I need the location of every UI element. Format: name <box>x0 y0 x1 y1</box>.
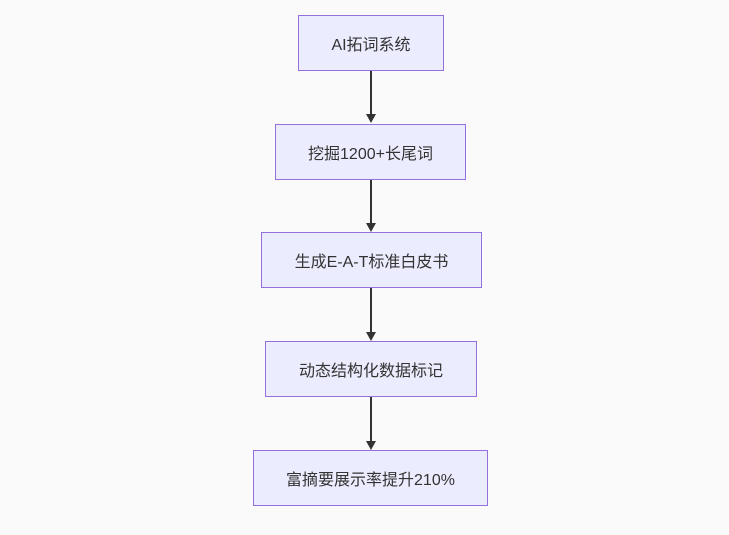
edge-line <box>370 397 372 443</box>
flow-node-ai-keyword-system: AI拓词系统 <box>298 15 444 71</box>
flow-node-label: 生成E-A-T标准白皮书 <box>294 254 449 271</box>
arrowhead-down-icon <box>366 441 376 450</box>
arrowhead-down-icon <box>366 332 376 341</box>
flow-edge-1 <box>366 71 376 123</box>
flow-edge-2 <box>366 180 376 232</box>
flow-node-structured-data-markup: 动态结构化数据标记 <box>265 341 477 397</box>
arrowhead-down-icon <box>366 114 376 123</box>
edge-line <box>370 180 372 225</box>
flow-edge-3 <box>366 288 376 341</box>
flow-node-label: 动态结构化数据标记 <box>298 363 443 380</box>
flow-node-eat-whitepaper: 生成E-A-T标准白皮书 <box>261 232 482 288</box>
flow-node-longtail-mining: 挖掘1200+长尾词 <box>275 124 466 180</box>
arrowhead-down-icon <box>366 223 376 232</box>
flow-edge-4 <box>366 397 376 450</box>
edge-line <box>370 288 372 334</box>
flow-node-label: 挖掘1200+长尾词 <box>308 146 433 163</box>
edge-line <box>370 71 372 116</box>
flow-node-label: 富摘要展示率提升210% <box>286 472 455 489</box>
flow-node-label: AI拓词系统 <box>331 37 411 54</box>
flow-node-rich-snippet-uplift: 富摘要展示率提升210% <box>253 450 488 506</box>
